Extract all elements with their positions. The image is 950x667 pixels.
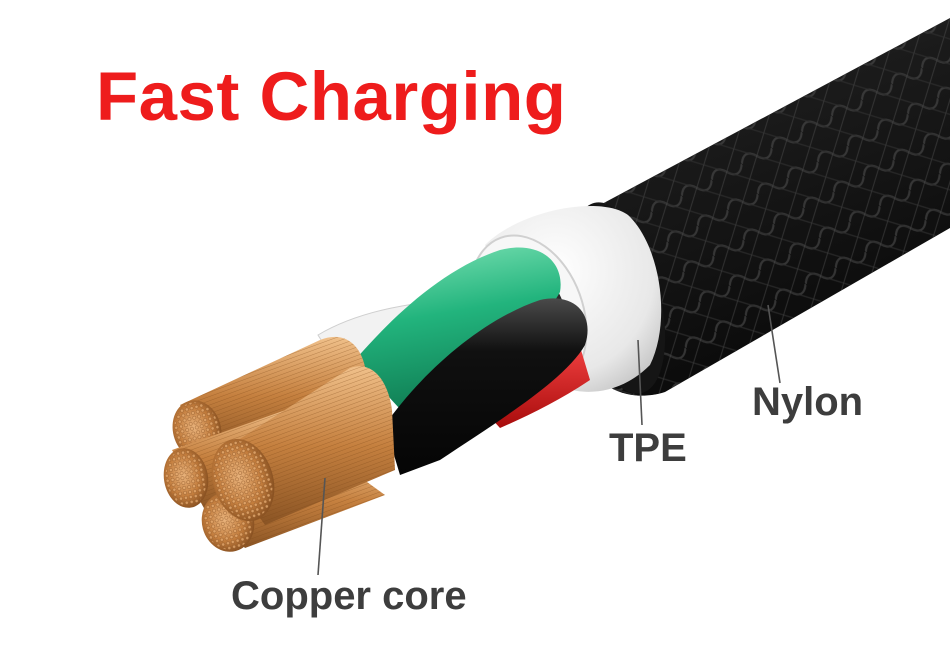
label-tpe: TPE [609, 426, 687, 470]
copper-leader-line [317, 477, 326, 576]
label-copper-core: Copper core [231, 574, 467, 618]
copper-core [163, 336, 395, 552]
tpe-leader-line [637, 339, 643, 426]
label-nylon: Nylon [752, 380, 864, 424]
black-wire [385, 298, 588, 475]
nylon-leader-line [767, 304, 781, 384]
headline-title: Fast Charging [96, 58, 567, 135]
green-wire [355, 247, 561, 420]
